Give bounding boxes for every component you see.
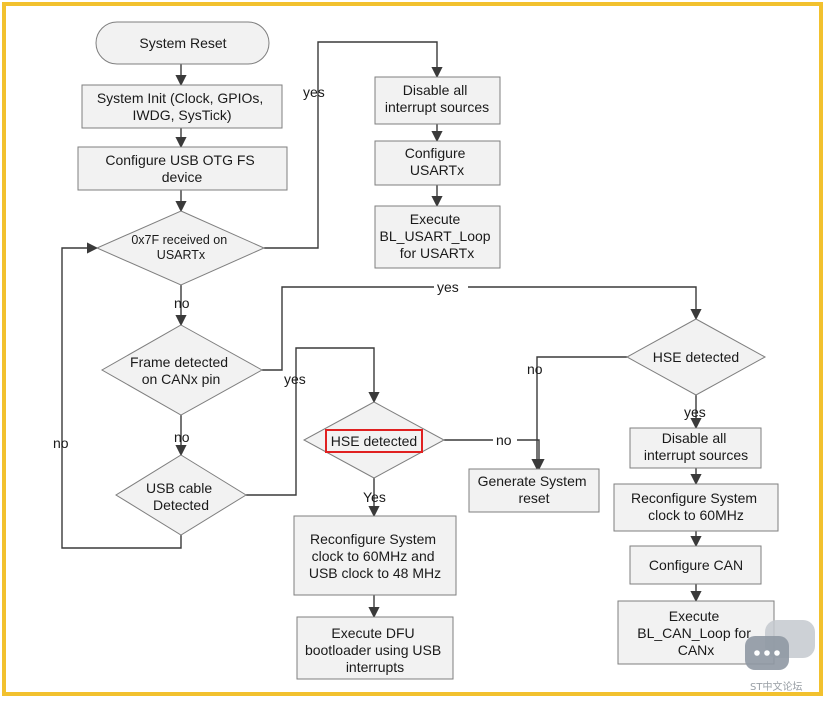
reconfigure-usb-text: Reconfigure System clock to 60MHz and US… <box>309 531 441 581</box>
usart-decision <box>95 210 266 286</box>
reconfigure-usb-box <box>293 515 457 596</box>
execute-dfu-text: Execute DFU bootloader using USB interru… <box>305 625 445 675</box>
generate-reset-box <box>468 468 600 513</box>
chat-bubble-icon <box>745 620 815 670</box>
configure-usb-box <box>77 146 288 191</box>
hse-detected-usb-text: HSE detected <box>331 433 417 449</box>
system-reset-text: System Reset <box>139 35 226 51</box>
system-init-box <box>81 84 283 129</box>
hse-can-no-label: no <box>527 361 543 377</box>
configure-usb-text: Configure USB OTG FS device <box>105 152 258 185</box>
generate-reset-text: Generate System reset <box>478 473 591 506</box>
configure-can-text: Configure CAN <box>649 557 743 573</box>
usb-no-label: no <box>53 435 69 451</box>
frame-detected-decision <box>100 324 264 416</box>
configure-usart-text: Configure USARTx <box>405 145 470 178</box>
usart-yes-label: yes <box>303 84 325 100</box>
execute-usart-loop-box <box>374 205 501 269</box>
hse-detected-usb-decision <box>302 401 446 479</box>
hse-can-yes-label: yes <box>684 404 706 420</box>
disable-interrupts-can-text: Disable all interrupt sources <box>644 430 748 463</box>
usart-decision-text: 0x7F received on USARTx <box>131 233 230 262</box>
frame-no-label: no <box>174 429 190 445</box>
configure-can-box <box>629 545 762 585</box>
frame-yes-label: yes <box>437 279 459 295</box>
usb-cable-text: USB cable Detected <box>146 480 216 513</box>
usb-yes-label: yes <box>284 371 306 387</box>
execute-dfu-box <box>296 616 454 680</box>
system-reset-terminator <box>95 21 270 65</box>
hse-usb-yes-label: Yes <box>363 489 386 505</box>
disable-interrupts-can-box <box>629 427 762 469</box>
frame-detected-text: Frame detected on CANx pin <box>130 354 232 387</box>
disable-interrupts-usart-box <box>374 76 501 125</box>
execute-can-loop-text: Execute BL_CAN_Loop for CANx <box>637 608 755 658</box>
watermark-text: ST中文论坛 <box>750 680 802 693</box>
hse-usb-no-label-bg <box>493 433 517 447</box>
hse-usb-no-label: no <box>496 432 512 448</box>
reconfigure-can-box <box>613 483 779 532</box>
hse-detected-can-text: HSE detected <box>653 349 739 365</box>
frame-yes-label-bg <box>434 280 468 294</box>
disable-interrupts-usart-text: Disable all interrupt sources <box>385 82 489 115</box>
hse-detected-can-decision <box>625 318 767 396</box>
configure-usart-box <box>374 140 501 186</box>
usb-cable-decision <box>115 454 247 536</box>
system-init-text: System Init (Clock, GPIOs, IWDG, SysTick… <box>97 90 267 123</box>
usart-no-label: no <box>174 295 190 311</box>
connectors <box>61 41 702 619</box>
execute-usart-loop-text: Execute BL_USART_Loop for USARTx <box>380 211 495 261</box>
hse-highlight-box <box>325 429 423 453</box>
reconfigure-can-text: Reconfigure System clock to 60MHz <box>631 490 761 523</box>
